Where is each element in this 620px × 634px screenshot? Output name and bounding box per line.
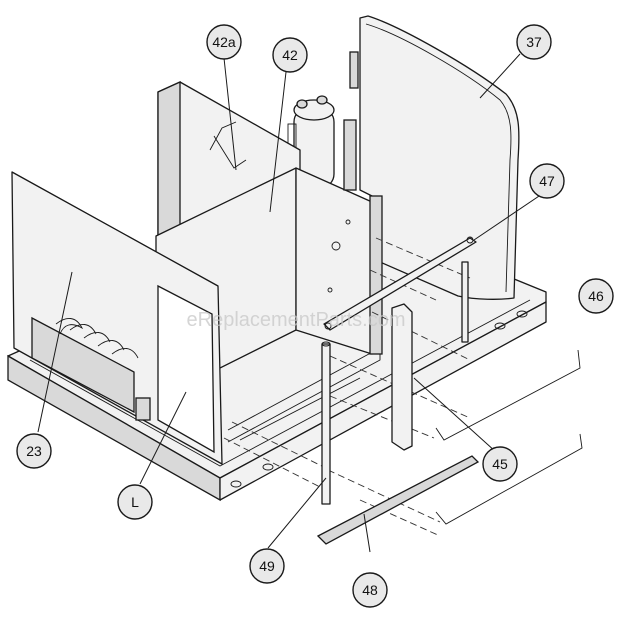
callout-L: L <box>117 484 153 520</box>
callout-42a: 42a <box>206 24 242 60</box>
watermark: eReplacementParts.com <box>187 309 406 331</box>
side-rail <box>435 349 583 525</box>
compressor <box>287 95 335 189</box>
vertical-post <box>321 341 331 505</box>
callout-42a-label: 42a <box>212 34 236 50</box>
callout-48-label: 48 <box>362 582 378 598</box>
callout-47: 47 <box>529 163 565 199</box>
callout-42: 42 <box>272 37 308 73</box>
callout-47-label: 47 <box>539 173 555 189</box>
callout-42-label: 42 <box>282 47 298 63</box>
callout-37-label: 37 <box>526 34 542 50</box>
callout-45: 45 <box>482 446 518 482</box>
callout-46-label: 46 <box>588 288 604 304</box>
top-rail <box>323 236 477 331</box>
callout-23: 23 <box>16 433 52 469</box>
bottom-rail <box>316 455 480 545</box>
callout-37: 37 <box>516 24 552 60</box>
callout-45-label: 45 <box>492 456 508 472</box>
coil-guard <box>343 15 520 355</box>
callout-23-label: 23 <box>26 443 42 459</box>
leader-lines <box>37 53 549 553</box>
callout-L-label: L <box>131 494 139 510</box>
corner-post <box>391 261 469 451</box>
callout-49: 49 <box>249 548 285 584</box>
callout-49-label: 49 <box>259 558 275 574</box>
callout-46: 46 <box>578 278 614 314</box>
callout-48: 48 <box>352 572 388 608</box>
